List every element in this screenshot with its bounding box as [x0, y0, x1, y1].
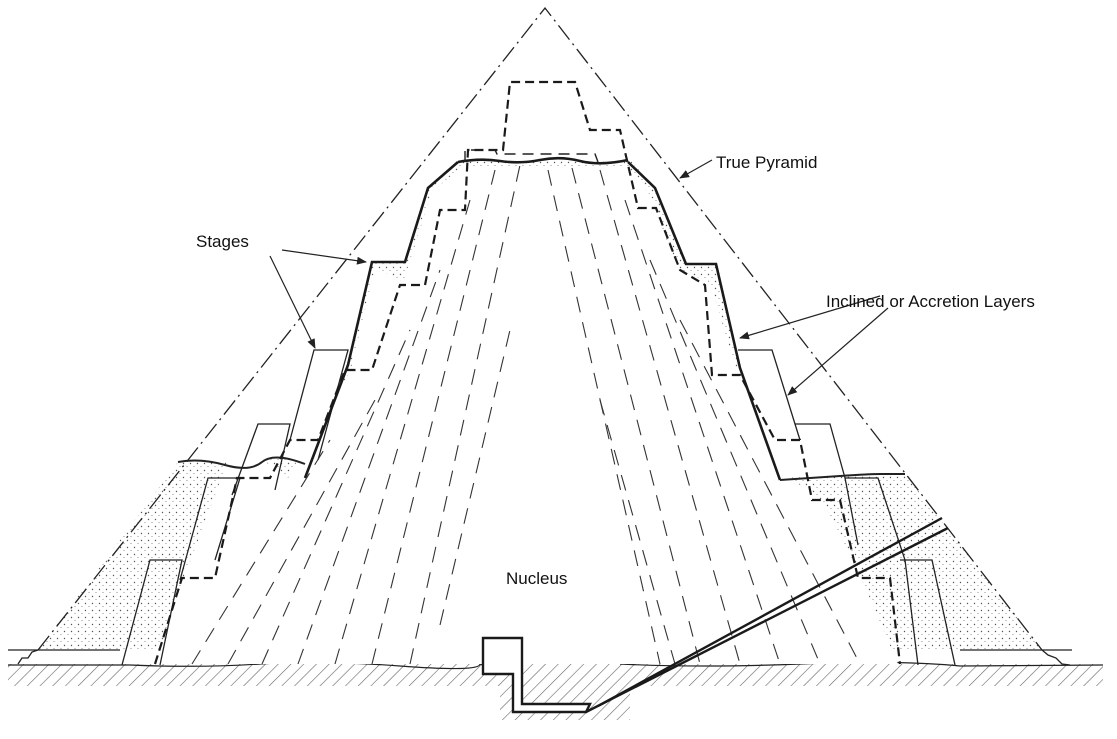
- accretion-layer-line: [191, 439, 331, 665]
- passage-wall-lower: [585, 526, 949, 714]
- accretion-layer-line: [679, 319, 861, 665]
- stage-block: [738, 349, 801, 441]
- accretion-layer-line: [371, 169, 496, 665]
- accretion-layer-line: [547, 169, 661, 665]
- accretion-layer-line: [261, 329, 411, 665]
- base-steps-left: [17, 649, 39, 665]
- core-body: [155, 168, 898, 664]
- original-top-dashed: [464, 149, 599, 163]
- leader-arrows: [269, 159, 889, 396]
- accretion-layer-line: [409, 164, 521, 665]
- accretion-layer-line: [571, 167, 701, 665]
- accretion-layer-line: [649, 259, 821, 665]
- chamber-outline: [481, 636, 592, 714]
- accretion-layer-line: [624, 199, 781, 665]
- stages-label: Stages: [196, 232, 249, 251]
- accretion-layer-line: [599, 399, 676, 665]
- accretion-layers: [191, 164, 861, 665]
- stage-block: [121, 559, 183, 666]
- base-steps-right: [1041, 649, 1071, 666]
- rough-edge-right: [779, 473, 905, 481]
- true-pyramid-label: True Pyramid: [716, 153, 817, 172]
- accretion-layer-line: [297, 269, 441, 665]
- inclined-arrow-1: [739, 295, 881, 340]
- true-pyramid-arrow: [679, 159, 713, 179]
- accretion-layer-line: [599, 169, 741, 665]
- ground-hatch-band: [8, 664, 1103, 686]
- stage-block: [845, 477, 919, 666]
- accretion-layer-line: [334, 199, 471, 665]
- stages-arrow-2: [269, 255, 316, 349]
- rough-edge-left: [177, 456, 306, 469]
- stages-arrow-1: [281, 249, 367, 265]
- inclined-layers-label: Inclined or Accretion Layers: [826, 292, 1035, 311]
- stage-block: [900, 559, 956, 666]
- descending-passage: [585, 516, 949, 714]
- true-pyramid-outline: [37, 6, 1043, 651]
- nucleus-label: Nucleus: [506, 569, 567, 588]
- inner-step-dashed-left: [153, 80, 902, 665]
- rough-top-edge: [457, 156, 629, 165]
- inclined-arrow-2: [787, 307, 889, 396]
- stage-blocks-right: [738, 349, 956, 666]
- underground-chamber: [481, 636, 592, 714]
- passage-wall-upper: [597, 516, 943, 708]
- stage-block: [795, 423, 859, 546]
